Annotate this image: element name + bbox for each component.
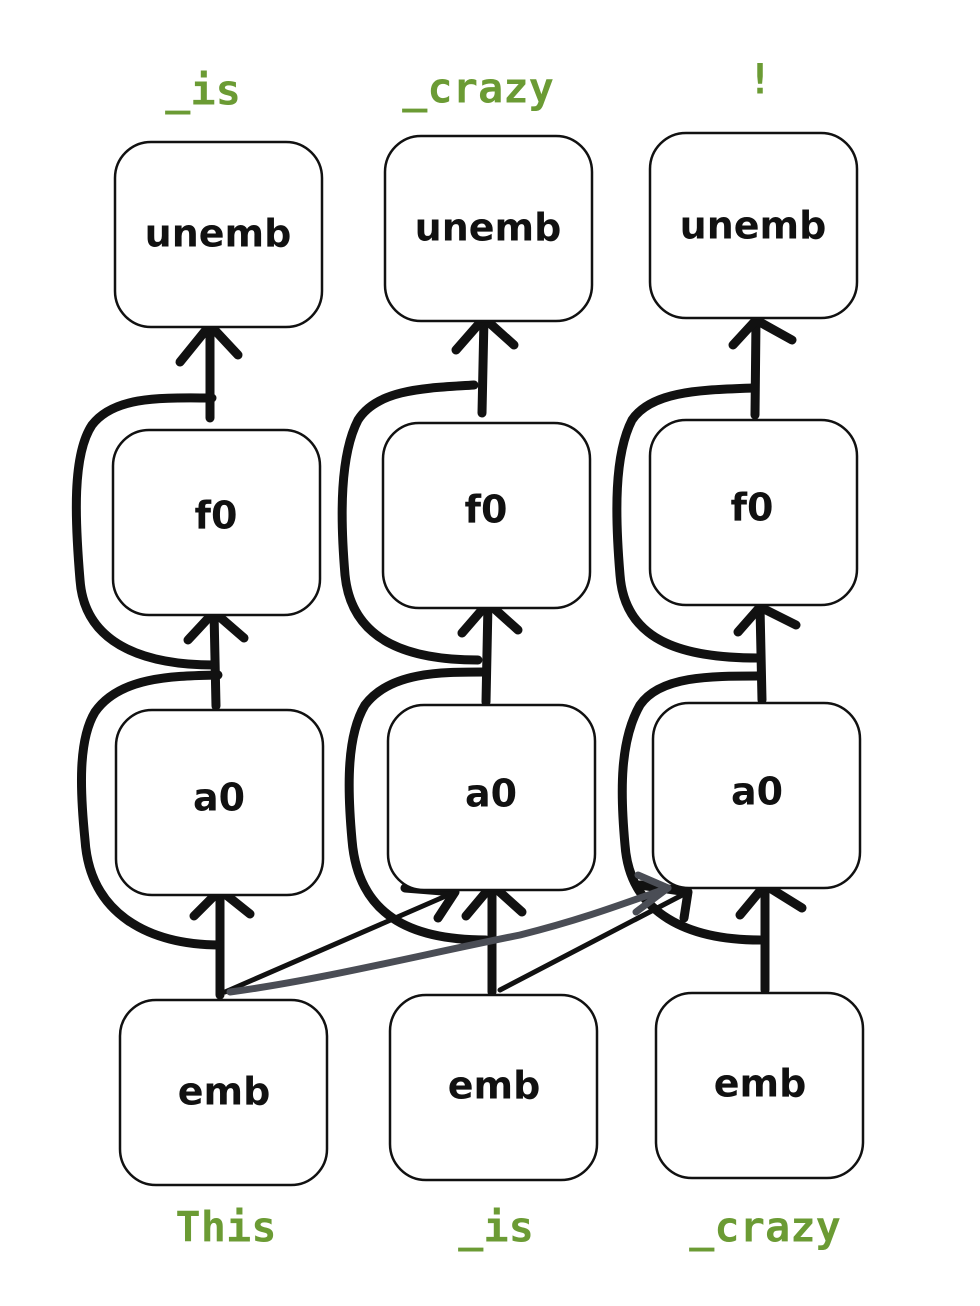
emb-box-col0 <box>118 998 329 1187</box>
unemb-box-col0 <box>113 140 324 329</box>
input-token-0: This <box>175 1203 276 1252</box>
unemb-label-col1: unemb <box>415 206 562 250</box>
unemb-label-col0: unemb <box>145 212 292 256</box>
residual-a0-to-f0-out-col2 <box>612 383 763 663</box>
arrowhead-emb-a0-col2 <box>735 880 807 920</box>
attn-arrowhead-col0-to-col2 <box>632 871 672 916</box>
column-1-boxes: unemb f0 a0 emb <box>381 134 599 1182</box>
residual-a0-to-f0-out-col0 <box>71 393 219 670</box>
attn-edge-col0-to-col1 <box>222 889 458 995</box>
f0-box-col0 <box>111 428 322 617</box>
f0-box-col2 <box>648 418 859 607</box>
f0-label-col2: f0 <box>731 486 774 530</box>
unemb-box-col1 <box>383 134 594 323</box>
edge-a0-f0-col0 <box>209 607 221 711</box>
output-token-1: _crazy <box>402 64 554 113</box>
residual-emb-to-a0-out-col1 <box>344 667 491 945</box>
input-token-1: _is <box>458 1203 534 1252</box>
edge-a0-f0-col2 <box>755 602 767 705</box>
a0-box-col2 <box>651 701 862 890</box>
attn-edge-col1-to-col2 <box>497 889 691 993</box>
unemb-box-col2 <box>648 131 859 320</box>
emb-box-col1 <box>388 993 599 1182</box>
attn-edge-col0-to-col2 <box>226 884 672 996</box>
emb-label-col0: emb <box>178 1070 271 1114</box>
input-token-2: _crazy <box>689 1203 841 1252</box>
column-0-boxes: unemb f0 a0 emb <box>111 140 329 1187</box>
residual-a0-to-f0-out-col1 <box>337 380 483 665</box>
f0-label-col0: f0 <box>195 494 238 538</box>
emb-box-col2 <box>654 991 865 1180</box>
output-token-2: ! <box>747 55 772 104</box>
emb-label-col2: emb <box>714 1062 807 1106</box>
a0-label-col1: a0 <box>465 772 517 816</box>
attn-arrowhead-col1-to-col2 <box>635 880 693 923</box>
edge-f0-unemb-col1 <box>477 313 489 418</box>
unemb-label-col2: unemb <box>680 204 827 248</box>
output-token-0: _is <box>165 66 241 115</box>
edge-f0-unemb-col2 <box>750 315 761 420</box>
a0-label-col2: a0 <box>731 770 783 814</box>
a0-label-col0: a0 <box>193 776 245 820</box>
edge-a0-f0-col1 <box>481 598 493 707</box>
emb-label-col1: emb <box>448 1064 541 1108</box>
a0-box-col0 <box>114 708 325 897</box>
f0-label-col1: f0 <box>465 488 508 532</box>
arrowhead-a0-f0-col2 <box>733 602 801 637</box>
a0-box-col1 <box>386 703 597 892</box>
f0-box-col1 <box>381 421 592 610</box>
column-2-boxes: unemb f0 a0 emb <box>648 131 865 1180</box>
arrowhead-f0-unemb-col2 <box>728 315 797 350</box>
cross-attention-edges <box>222 871 693 996</box>
residual-emb-to-a0-out-col0 <box>76 670 225 950</box>
residual-emb-to-a0-out-col2 <box>617 671 765 945</box>
